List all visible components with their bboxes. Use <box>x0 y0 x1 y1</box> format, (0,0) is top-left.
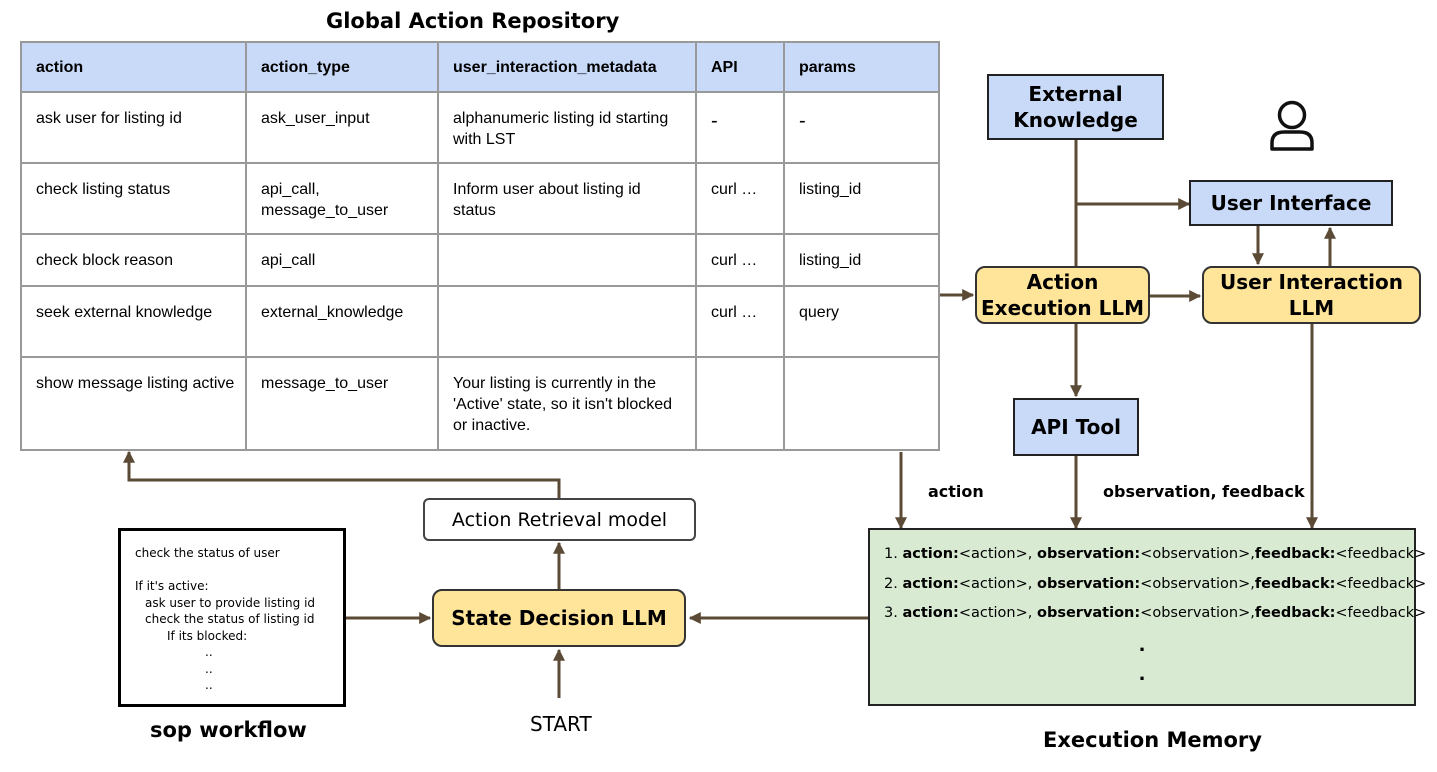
table-row: check block reason api_call curl … listi… <box>20 233 940 287</box>
table-cell: api_call, message_to_user <box>245 162 439 235</box>
table-cell: Inform user about listing id status <box>437 162 697 235</box>
memory-entry: 1. action:<action>, observation:<observa… <box>884 546 1427 562</box>
execution-memory-box: 1. action:<action>, observation:<observa… <box>868 528 1427 706</box>
table-row: check listing status api_call, message_t… <box>20 162 940 235</box>
table-cell: listing_id <box>783 162 940 235</box>
api-tool-label: API Tool <box>1031 415 1121 439</box>
table-cell <box>783 356 940 451</box>
action-execution-llm-label: Action Execution LLM <box>981 270 1144 320</box>
start-label: START <box>530 712 592 736</box>
table-cell: external_knowledge <box>245 285 439 358</box>
table-cell <box>695 356 785 451</box>
column-header: user_interaction_metadata <box>437 41 697 93</box>
sop-line: .. <box>205 661 213 676</box>
sop-line: .. <box>205 645 213 659</box>
memory-ellipsis: . <box>1138 634 1146 656</box>
user-interface-box: User Interface <box>1189 180 1393 226</box>
external-knowledge-label: External Knowledge <box>1013 82 1138 132</box>
table-cell: - <box>783 91 940 164</box>
sop-line: If its blocked: <box>167 628 248 643</box>
state-decision-llm-label: State Decision LLM <box>451 606 667 630</box>
column-header: API <box>695 41 785 93</box>
sop-line: check the status of listing id <box>145 612 315 626</box>
table-cell: Your listing is currently in the 'Active… <box>437 356 697 451</box>
table-row: ask user for listing id ask_user_input a… <box>20 91 940 164</box>
column-header: action_type <box>245 41 439 93</box>
memory-ellipsis: . <box>1138 663 1146 685</box>
sop-line: check the status of user <box>135 546 280 560</box>
table-cell: curl … <box>695 162 785 235</box>
sop-workflow-caption: sop workflow <box>150 718 307 742</box>
table-cell: api_call <box>245 233 439 287</box>
table-header-row: action action_type user_interaction_meta… <box>20 41 940 93</box>
sop-line <box>135 562 333 579</box>
memory-entry: 2. action:<action>, observation:<observa… <box>884 575 1427 592</box>
edge-label-observation-feedback: observation, feedback <box>1103 482 1305 501</box>
table-cell: ask_user_input <box>245 91 439 164</box>
table-cell: ask user for listing id <box>20 91 247 164</box>
action-repository-table: action action_type user_interaction_meta… <box>20 41 940 451</box>
external-knowledge-box: External Knowledge <box>987 74 1164 140</box>
arrow-retrieval-to-table <box>123 450 561 498</box>
table-cell: show message listing active <box>20 356 247 451</box>
table-cell: curl … <box>695 285 785 358</box>
repository-title: Global Action Repository <box>326 9 620 33</box>
action-retrieval-model-box: Action Retrieval model <box>423 498 696 541</box>
table-cell: seek external knowledge <box>20 285 247 358</box>
user-icon <box>1270 100 1314 151</box>
table-row: seek external knowledge external_knowled… <box>20 285 940 358</box>
execution-memory-caption: Execution Memory <box>1043 728 1262 752</box>
table-cell: check listing status <box>20 162 247 235</box>
sop-line: If it's active: <box>135 579 209 593</box>
table-cell: check block reason <box>20 233 247 287</box>
action-retrieval-model-label: Action Retrieval model <box>451 508 668 531</box>
table-cell <box>437 233 697 287</box>
edge-label-action: action <box>928 482 984 501</box>
table-cell <box>437 285 697 358</box>
column-header: params <box>783 41 940 93</box>
state-decision-llm-box: State Decision LLM <box>432 589 686 647</box>
memory-entry: 3. action:<action>, observation:<observa… <box>884 605 1427 621</box>
user-interface-label: User Interface <box>1210 191 1372 215</box>
table-cell: query <box>783 285 940 358</box>
table-row: show message listing active message_to_u… <box>20 356 940 451</box>
sop-line: ask user to provide listing id <box>145 595 316 610</box>
user-interaction-llm-label: User Interaction LLM <box>1220 270 1403 320</box>
table-cell: alphanumeric listing id starting with LS… <box>437 91 697 164</box>
table-cell: - <box>695 91 785 164</box>
table-cell: message_to_user <box>245 356 439 451</box>
column-header: action <box>20 41 247 93</box>
sop-workflow-box: check the status of user If it's active:… <box>118 528 346 707</box>
user-interaction-llm-box: User Interaction LLM <box>1202 266 1421 324</box>
table-cell: listing_id <box>783 233 940 287</box>
action-execution-llm-box: Action Execution LLM <box>975 266 1150 324</box>
api-tool-box: API Tool <box>1013 398 1139 456</box>
table-cell: curl … <box>695 233 785 287</box>
sop-line: .. <box>205 678 213 692</box>
